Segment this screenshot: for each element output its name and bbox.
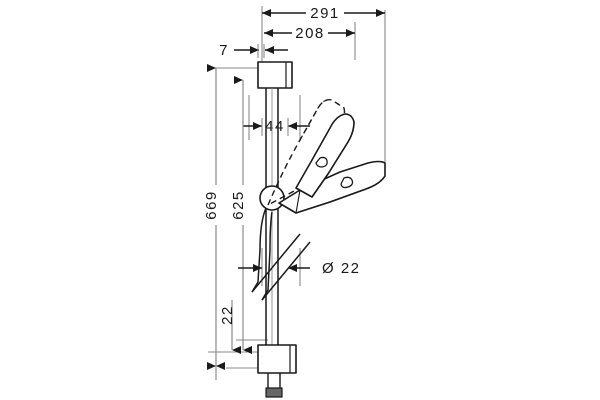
dim-22-label: 22: [219, 305, 236, 325]
product-geometry: [251, 61, 386, 398]
dimension-669: 669: [203, 64, 225, 370]
dim-291-label: 291: [310, 5, 340, 22]
dim-7-label: 7: [219, 42, 229, 59]
dimension-44: 44: [243, 118, 310, 136]
dim-208-label: 208: [295, 25, 325, 42]
dimension-291: 291: [262, 5, 385, 22]
dimension-208: 208: [264, 25, 355, 42]
vertical-slide-bar: [265, 88, 279, 352]
slider-holder: [259, 185, 285, 211]
dim-44-label: 44: [265, 118, 285, 135]
dimension-7: 7: [219, 42, 288, 59]
hose-connector-nut: [265, 373, 283, 398]
handshower-angled-head: [295, 113, 355, 198]
dia-22-label: Ø 22: [322, 260, 361, 277]
handshower-lower-position: [278, 160, 386, 214]
dimension-625: 625: [230, 76, 252, 354]
dimension-hose-diameter: Ø 22: [238, 260, 361, 277]
dim-625-label: 625: [230, 190, 247, 220]
dimension-22: 22: [207, 300, 241, 380]
shower-hose: [251, 207, 311, 301]
dim-669-label: 669: [203, 190, 220, 220]
top-wall-bracket: [257, 61, 293, 89]
bottom-wall-bracket: [257, 344, 297, 374]
